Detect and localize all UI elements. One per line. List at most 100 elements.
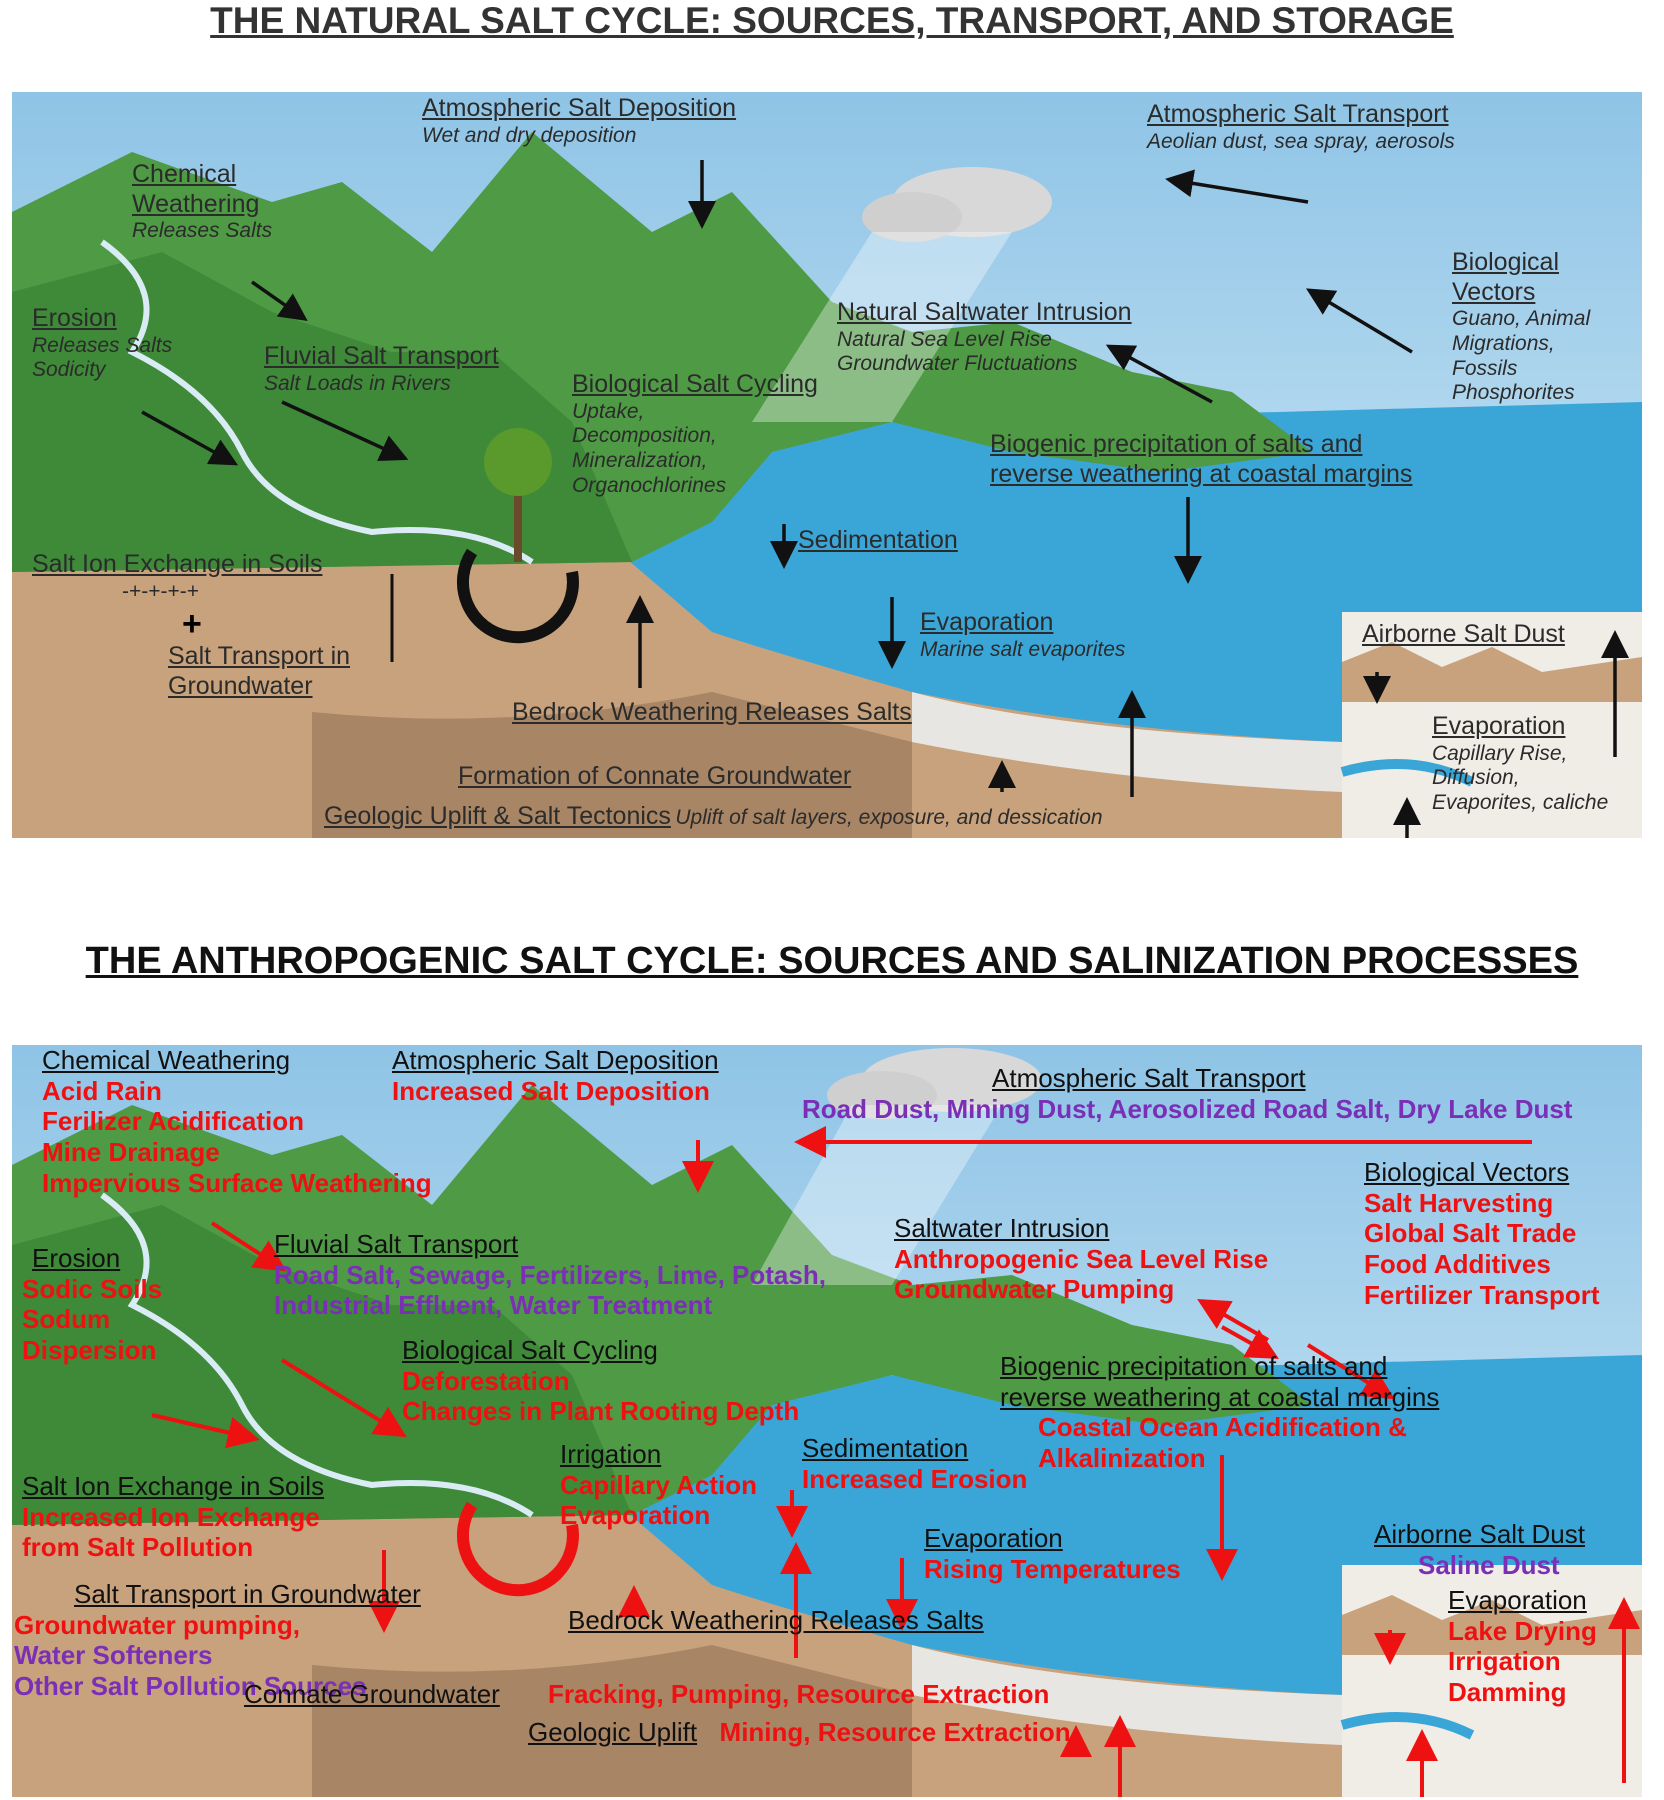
label-sub: Natural Sea Level Rise [837, 328, 1132, 353]
label-sub: Uplift of salt layers, exposure, and des… [675, 806, 1102, 829]
natural-intrusion: Natural Saltwater Intrusion Natural Sea … [837, 298, 1132, 377]
natural-fluvial: Fluvial Salt Transport Salt Loads in Riv… [264, 342, 499, 396]
anthro-erosion: Erosion Sodic Soils Sodum Dispersion [22, 1243, 162, 1366]
anthro-atm-transport: Atmospheric Salt Transport Road Dust, Mi… [802, 1063, 1572, 1124]
natural-connate: Formation of Connate Groundwater [458, 762, 851, 792]
natural-airborne-dust: Airborne Salt Dust [1362, 620, 1565, 650]
label-title: Evaporation [1432, 712, 1608, 742]
label-red: Damming [1448, 1677, 1597, 1708]
label-purple: Industrial Effluent, Water Treatment [274, 1290, 826, 1321]
label-title: Weathering [132, 190, 272, 220]
label-purple: Water Softeners [14, 1640, 421, 1671]
label-title: Sedimentation [802, 1433, 1027, 1464]
plus-icon: + [182, 604, 322, 644]
label-title: Geologic Uplift & Salt Tectonics [324, 802, 671, 830]
natural-atm-transport: Atmospheric Salt Transport Aeolian dust,… [1147, 100, 1455, 154]
label-title: Atmospheric Salt Deposition [392, 1045, 719, 1076]
label-red: Sodic Soils [22, 1274, 162, 1305]
label-red: Impervious Surface Weathering [42, 1168, 432, 1199]
label-red: Rising Temperatures [924, 1554, 1181, 1585]
label-sub: Mineralization, [572, 449, 818, 474]
label-sub: Guano, Animal [1452, 307, 1590, 332]
label-title: Salt Ion Exchange in Soils [22, 1471, 324, 1502]
label-title: Chemical Weathering [42, 1045, 432, 1076]
label-title: reverse weathering at coastal margins [990, 460, 1412, 490]
anthro-bio-vectors: Biological Vectors Salt Harvesting Globa… [1364, 1157, 1600, 1310]
anthropogenic-cycle-diagram: Chemical Weathering Acid Rain Ferilizer … [12, 1045, 1642, 1797]
label-red: Increased Erosion [802, 1464, 1027, 1495]
anthro-bedrock: Bedrock Weathering Releases Salts [568, 1605, 984, 1636]
label-title: Saltwater Intrusion [894, 1213, 1268, 1244]
label-title: Geologic Uplift [528, 1717, 697, 1747]
label-title: Atmospheric Salt Deposition [422, 94, 736, 124]
label-red: Global Salt Trade [1364, 1218, 1600, 1249]
anthro-fluvial: Fluvial Salt Transport Road Salt, Sewage… [274, 1229, 826, 1321]
natural-inset-evaporation: Evaporation Capillary Rise, Diffusion, E… [1432, 712, 1608, 816]
label-title: Atmospheric Salt Transport [992, 1063, 1572, 1094]
label-title: Chemical [132, 160, 272, 190]
anthro-inset-evaporation: Evaporation Lake Drying Irrigation Dammi… [1448, 1585, 1597, 1708]
label-title: Irrigation [560, 1439, 757, 1470]
natural-erosion: Erosion Releases Salts Sodicity [32, 304, 172, 383]
label-title: Airborne Salt Dust [1374, 1519, 1585, 1550]
label-purple: Saline Dust [1418, 1550, 1585, 1581]
label-sub: Releases Salts [132, 219, 272, 244]
label-title: Biological [1452, 248, 1590, 278]
label-red: Fertilizer Transport [1364, 1280, 1600, 1311]
label-title: Erosion [32, 304, 172, 334]
label-sub: Phosphorites [1452, 381, 1590, 406]
natural-cycle-title: THE NATURAL SALT CYCLE: SOURCES, TRANSPO… [0, 0, 1664, 42]
label-title: Salt Ion Exchange in Soils [32, 550, 322, 580]
label-purple: Road Salt, Sewage, Fertilizers, Lime, Po… [274, 1260, 826, 1291]
label-red: Anthropogenic Sea Level Rise [894, 1244, 1268, 1275]
label-title: Bedrock Weathering Releases Salts [568, 1605, 984, 1636]
label-sub: Sodicity [32, 358, 172, 383]
label-title: Biogenic precipitation of salts and [1000, 1351, 1439, 1382]
label-title: Evaporation [920, 608, 1125, 638]
label-sub: Aeolian dust, sea spray, aerosols [1147, 130, 1455, 155]
label-sub: Migrations, [1452, 332, 1590, 357]
label-red: Groundwater Pumping [894, 1274, 1268, 1305]
label-purple: Road Dust, Mining Dust, Aerosolized Road… [802, 1094, 1572, 1125]
label-sub: Diffusion, [1432, 766, 1608, 791]
label-red: Sodum [22, 1304, 162, 1335]
label-red: Coastal Ocean Acidification & [1038, 1412, 1439, 1443]
label-red: Ferilizer Acidification [42, 1106, 432, 1137]
label-title: Salt Transport in [168, 642, 350, 672]
label-red: Mine Drainage [42, 1137, 432, 1168]
label-sub: Organochlorines [572, 474, 818, 499]
anthro-bio-cycling: Biological Salt Cycling Deforestation Ch… [402, 1335, 799, 1427]
anthro-chem-weathering: Chemical Weathering Acid Rain Ferilizer … [42, 1045, 432, 1198]
label-red: Mining, Resource Extraction [720, 1717, 1071, 1747]
natural-atm-deposition: Atmospheric Salt Deposition Wet and dry … [422, 94, 736, 148]
label-red: Irrigation [1448, 1646, 1597, 1677]
label-title: Vectors [1452, 278, 1590, 308]
label-sub: Evaporites, caliche [1432, 791, 1608, 816]
label-red: Changes in Plant Rooting Depth [402, 1396, 799, 1427]
label-red: Lake Drying [1448, 1616, 1597, 1647]
label-title: Fluvial Salt Transport [274, 1229, 826, 1260]
natural-biogenic: Biogenic precipitation of salts and reve… [990, 430, 1412, 489]
anthropogenic-cycle-title: THE ANTHROPOGENIC SALT CYCLE: SOURCES AN… [0, 940, 1664, 983]
label-red: Increased Ion Exchange [22, 1502, 324, 1533]
label-title: reverse weathering at coastal margins [1000, 1382, 1439, 1413]
anthro-evaporation: Evaporation Rising Temperatures [924, 1523, 1181, 1584]
label-sub: Uptake, [572, 400, 818, 425]
label-sub: Capillary Rise, [1432, 742, 1608, 767]
label-title: Evaporation [1448, 1585, 1597, 1616]
label-red: Food Additives [1364, 1249, 1600, 1280]
natural-bio-vectors: Biological Vectors Guano, Animal Migrati… [1452, 248, 1590, 406]
label-title: Atmospheric Salt Transport [1147, 100, 1455, 130]
natural-chem-weathering: Chemical Weathering Releases Salts [132, 160, 272, 244]
label-red: Acid Rain [42, 1076, 432, 1107]
label-sub: Fossils [1452, 357, 1590, 382]
label-sub: Marine salt evaporites [920, 638, 1125, 663]
anthro-connate: Connate Groundwater [244, 1679, 500, 1710]
anthro-airborne-dust: Airborne Salt Dust Saline Dust [1374, 1519, 1585, 1580]
natural-gw-transport: Salt Transport in Groundwater [168, 642, 350, 701]
label-red: Dispersion [22, 1335, 162, 1366]
natural-bedrock: Bedrock Weathering Releases Salts [512, 698, 912, 728]
label-red: Capillary Action [560, 1470, 757, 1501]
anthro-atm-deposition: Atmospheric Salt Deposition Increased Sa… [392, 1045, 719, 1106]
natural-bio-cycling: Biological Salt Cycling Uptake, Decompos… [572, 370, 818, 499]
